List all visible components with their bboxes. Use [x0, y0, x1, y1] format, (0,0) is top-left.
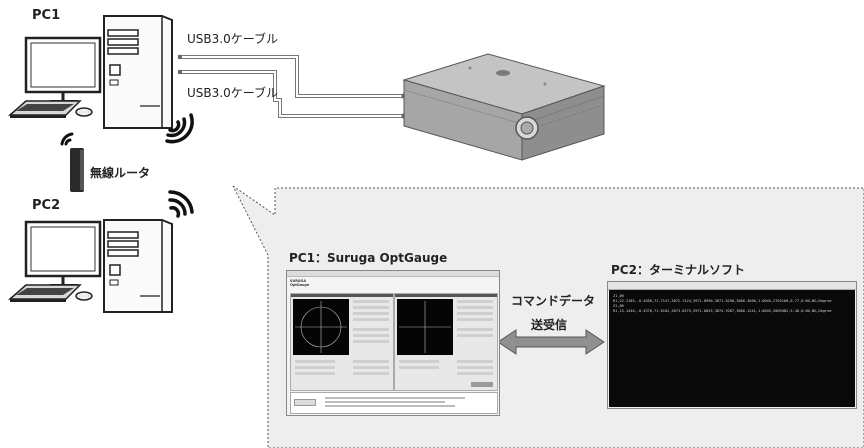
pc1-monitor	[24, 36, 102, 104]
pc1-wifi-icon	[165, 113, 194, 144]
data-exchange-arrow	[497, 329, 605, 355]
router-label: 無線ルータ	[90, 166, 151, 180]
optgauge-logo-line2: OptGauge	[290, 283, 310, 287]
pc2-monitor	[24, 220, 102, 288]
pc1-keyboard	[8, 100, 82, 118]
exchange-label-line1: コマンドデータ	[511, 294, 596, 308]
terminal-line: R1,15.1446,-0.4370,71.6102,3873.0373,397…	[613, 309, 832, 313]
router-wifi-icon	[60, 132, 74, 146]
pc2-wifi-icon	[168, 190, 194, 218]
exchange-label-line2: 送受信	[531, 318, 568, 332]
optgauge-right-panel	[394, 293, 498, 391]
pc2-tower	[103, 219, 173, 313]
usb-cable-1-label: USB3.0ケーブル	[187, 32, 278, 46]
measurement-device	[402, 53, 606, 161]
optgauge-window: SURUGA OptGauge	[286, 270, 500, 416]
pc2-mouse	[75, 291, 93, 301]
pc2-group	[8, 190, 194, 313]
terminal-title: PC2：ターミナルソフト	[611, 263, 745, 277]
optgauge-logo-line1: SURUGA	[290, 279, 306, 283]
terminal-line: Z1,0R	[613, 304, 624, 308]
beam-view-right	[397, 299, 453, 355]
router	[60, 132, 84, 192]
optgauge-log-area	[290, 392, 498, 414]
terminal-line: R1,22.2185,-0.4050,71.7147,3872.7424,397…	[613, 299, 832, 303]
terminal-window: Z1,0R R1,22.2185,-0.4050,71.7147,3872.74…	[607, 281, 857, 409]
pc2-keyboard	[8, 284, 82, 302]
pc1-label: PC1	[32, 8, 61, 23]
usb-cable-2-label: USB3.0ケーブル	[187, 86, 278, 100]
terminal-line: Z1,0R	[613, 294, 624, 298]
usb-cable-2	[177, 69, 407, 119]
terminal-screen: Z1,0R R1,22.2185,-0.4050,71.7147,3872.74…	[609, 290, 855, 407]
optgauge-left-panel	[290, 293, 394, 391]
beam-view-left	[293, 299, 349, 355]
pc1-tower	[103, 15, 173, 129]
pc1-group	[8, 15, 194, 144]
pc1-mouse	[75, 107, 93, 117]
optgauge-title: PC1：Suruga OptGauge	[289, 251, 448, 265]
pc2-label: PC2	[32, 198, 61, 213]
